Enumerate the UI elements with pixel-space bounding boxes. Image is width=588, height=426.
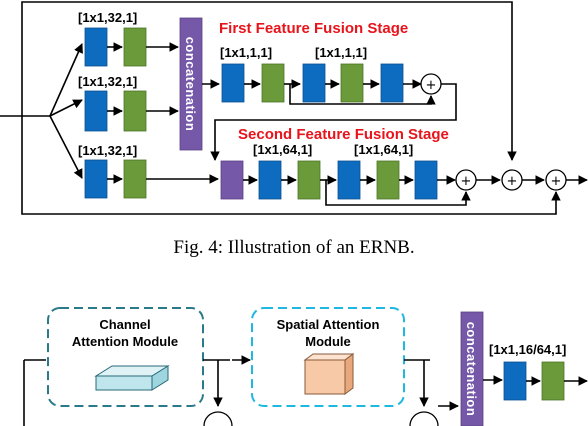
branch3-conv-blue — [84, 159, 108, 199]
fig5-conv-green — [541, 361, 565, 401]
stage1-conv-blue-c — [380, 63, 404, 103]
outer-skip-top — [21, 1, 517, 161]
branch-wire-2 — [49, 99, 83, 117]
second-stage-title: Second Feature Fusion Stage — [238, 126, 449, 143]
fig5-block-label: [1x1,16/64,1] — [489, 342, 566, 357]
stage2-label-b: [1x1,64,1] — [354, 142, 413, 157]
channel-attention-box-icon — [94, 365, 170, 391]
stage1-conv-blue-a — [221, 63, 245, 103]
channel-module-line2: Attention Module — [72, 334, 178, 349]
branch2-conv-blue — [84, 90, 108, 132]
fig5-concat-bar — [460, 311, 484, 426]
final-add-symbol-2: + — [551, 174, 562, 189]
branch1-conv-blue — [84, 27, 108, 67]
branch1-conv-green — [123, 27, 147, 67]
spatial-attention-module — [251, 307, 405, 407]
stage2-conv-green-a — [297, 160, 321, 200]
final-add-symbol-1: + — [507, 174, 518, 189]
stage2-conv-blue-c — [414, 160, 438, 200]
outer-skip-bottom — [21, 116, 561, 215]
stage2-residual — [325, 180, 471, 206]
fig5-concat-label: concatenation — [464, 322, 479, 417]
stage1-out-wire — [210, 83, 457, 161]
stage1-conv-blue-b — [302, 63, 326, 103]
spatial-attention-box-icon — [303, 353, 355, 395]
stage1-residual — [289, 84, 436, 105]
spatial-module-line1: Spatial Attention — [277, 317, 380, 332]
figure4-caption: Fig. 4: Illustration of an ERNB. — [173, 237, 414, 258]
spatial-add-node — [409, 411, 439, 426]
branch-wire-1 — [49, 43, 83, 117]
stage2-add-symbol: + — [461, 174, 472, 189]
ernb-figure: [1x1,32,1] [1x1,32,1] [1x1,32,1] concate… — [0, 1, 588, 258]
stage2-conv-blue-b — [337, 160, 361, 200]
branch2-label: [1x1,32,1] — [78, 74, 137, 89]
channel-add-node — [203, 411, 233, 426]
branch1-label: [1x1,32,1] — [78, 10, 137, 25]
stage2-label-a: [1x1,64,1] — [253, 142, 312, 157]
spatial-module-line2: Module — [305, 334, 351, 349]
stage2-conv-green-b — [376, 160, 400, 200]
branch3-conv-green — [123, 159, 147, 199]
stage1-conv-green-b — [340, 63, 364, 103]
first-stage-title: First Feature Fusion Stage — [219, 20, 408, 37]
stage1-add-symbol: + — [426, 78, 437, 93]
branch2-conv-green — [123, 90, 147, 132]
stage1-label-b: [1x1,1,1] — [315, 45, 367, 60]
stage1-conv-green-a — [261, 63, 285, 103]
branch-wire-3 — [49, 115, 83, 179]
branch3-label: [1x1,32,1] — [78, 143, 137, 158]
channel-attention-module — [47, 307, 204, 407]
stage2-conv-blue-a — [258, 160, 282, 200]
concat-bar-2 — [220, 160, 244, 200]
attention-figure: Channel Attention Module Spatial Attenti… — [23, 307, 588, 426]
concat-label-1: concatenation — [183, 37, 198, 132]
fig5-conv-blue — [503, 361, 527, 401]
channel-module-line1: Channel — [99, 317, 150, 332]
stage1-label-a: [1x1,1,1] — [220, 45, 272, 60]
